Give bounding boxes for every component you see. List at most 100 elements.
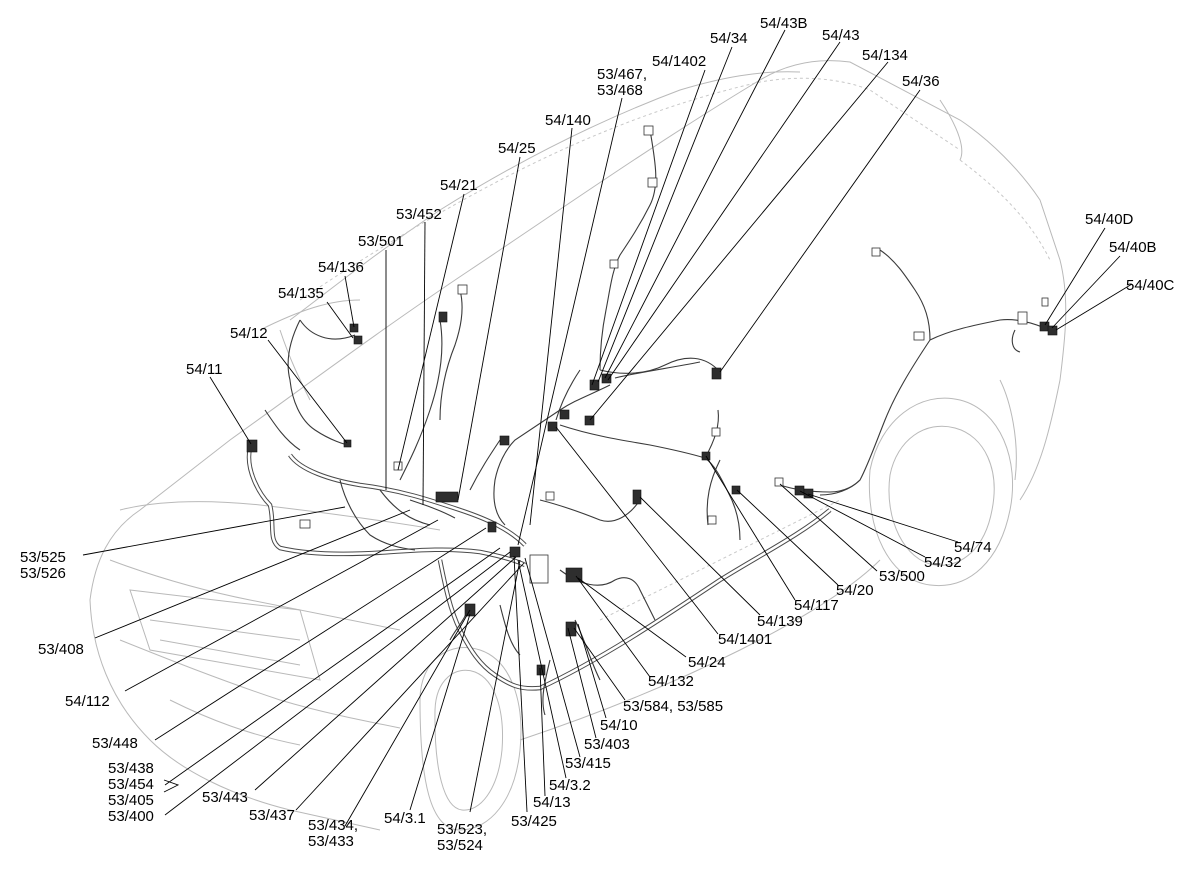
callout-label: 54/134: [862, 47, 908, 64]
callout-text: 53/408: [38, 641, 84, 658]
callout-text: 53/403: [584, 736, 630, 753]
callout-label: 54/21: [440, 177, 478, 194]
callout-text: 54/3.2: [549, 777, 591, 794]
callout-text: 53/415: [565, 755, 611, 772]
callout-label: 54/40C: [1126, 277, 1175, 294]
callout-text: 53/524: [437, 837, 483, 854]
callout-text: 54/134: [862, 47, 908, 64]
callout-label: 54/43: [822, 27, 860, 44]
callout-label: 54/139: [757, 613, 803, 630]
callout-label: 54/32: [924, 554, 962, 571]
callout-label: 54/1402: [652, 53, 706, 70]
callout-text: 54/10: [600, 717, 638, 734]
callout-text: 53/526: [20, 565, 66, 582]
callout-text: 54/135: [278, 285, 324, 302]
callout-text: 54/43: [822, 27, 860, 44]
callout-text: 54/20: [836, 582, 874, 599]
callout-label: 53/425: [511, 813, 557, 830]
callout-text: 54/117: [794, 597, 839, 614]
callout-label: 54/135: [278, 285, 324, 302]
callout-label: 53/403: [584, 736, 630, 753]
connectors: [246, 125, 1058, 676]
callout-text: 54/11: [186, 361, 222, 378]
vehicle-outline: [89, 60, 1067, 831]
callout-label: 54/10: [600, 717, 638, 734]
callout-text: 53/443: [202, 789, 248, 806]
callout-text: 54/43B: [760, 15, 808, 32]
callout-text: 54/24: [688, 654, 726, 671]
callout-label: 54/25: [498, 140, 536, 157]
callout-text: 54/40C: [1126, 277, 1175, 294]
callout-text: 54/136: [318, 259, 364, 276]
callout-text: 54/34: [710, 30, 748, 47]
callout-text: 53/405: [108, 792, 154, 809]
callout-label: 53/434,53/433: [308, 817, 358, 850]
callout-label: 53/415: [565, 755, 611, 772]
leader-lines: [82, 29, 1133, 827]
callout-label: 54/40D: [1085, 211, 1134, 228]
callout-label: 54/74: [954, 539, 992, 556]
callout-label: 53/437: [249, 807, 295, 824]
callout-text: 53/467,: [597, 66, 647, 83]
callout-text: 53/525: [20, 549, 66, 566]
callout-text: 53/448: [92, 735, 138, 752]
callout-text: 53/500: [879, 568, 925, 585]
callout-label: 54/117: [794, 597, 839, 614]
callout-text: 53/434,: [308, 817, 358, 834]
callout-label: 53/584, 53/585: [623, 698, 723, 715]
callout-label: 54/13: [533, 794, 571, 811]
callout-text: 54/140: [545, 112, 591, 129]
callout-text: 54/40D: [1085, 211, 1134, 228]
callout-label: 54/12: [230, 325, 268, 342]
callout-label: 54/140: [545, 112, 591, 129]
callout-text: 53/400: [108, 808, 154, 825]
callout-text: 54/25: [498, 140, 536, 157]
callout-label: 53/408: [38, 641, 84, 658]
callout-label: 54/3.2: [549, 777, 591, 794]
callout-text: 54/32: [924, 554, 962, 571]
callout-text: 54/12: [230, 325, 268, 342]
callout-label: 54/24: [688, 654, 726, 671]
callout-text: 53/501: [358, 233, 404, 250]
callout-label: 54/20: [836, 582, 874, 599]
callout-text: 54/139: [757, 613, 803, 630]
callout-text: 54/40B: [1109, 239, 1157, 256]
callout-text: 54/21: [440, 177, 478, 194]
callout-label: 54/1401: [718, 631, 772, 648]
callout-text: 53/433: [308, 833, 354, 850]
callout-text: 53/437: [249, 807, 295, 824]
callout-label: 53/467,53/468: [597, 66, 647, 99]
callout-text: 53/425: [511, 813, 557, 830]
callout-label: 53/443: [202, 789, 248, 806]
callout-text: 54/3.1: [384, 810, 426, 827]
callout-label: 54/3.1: [384, 810, 426, 827]
callout-text: 53/454: [108, 776, 154, 793]
callout-text: 53/584, 53/585: [623, 698, 723, 715]
wires: [264, 129, 1046, 716]
callout-text: 53/468: [597, 82, 643, 99]
callout-label: 53/500: [879, 568, 925, 585]
callout-text: 54/1402: [652, 53, 706, 70]
callout-label: 54/36: [902, 73, 940, 90]
callout-text: 54/1401: [718, 631, 772, 648]
callout-label: 54/136: [318, 259, 364, 276]
callout-text: 53/523,: [437, 821, 487, 838]
callout-text: 54/74: [954, 539, 992, 556]
callout-label: 53/448: [92, 735, 138, 752]
callout-label: 53/501: [358, 233, 404, 250]
callout-label: 54/112: [65, 693, 110, 710]
callout-text: 54/13: [533, 794, 571, 811]
callout-label: 54/34: [710, 30, 748, 47]
callout-label: 53/523,53/524: [437, 821, 487, 854]
callout-label: 54/43B: [760, 15, 808, 32]
callout-text: 54/112: [65, 693, 110, 710]
callout-label: 54/132: [648, 673, 694, 690]
callout-label: 53/452: [396, 206, 442, 223]
callout-label: 54/11: [186, 361, 222, 378]
harness-bundles: [246, 447, 832, 691]
callout-text: 53/438: [108, 760, 154, 777]
